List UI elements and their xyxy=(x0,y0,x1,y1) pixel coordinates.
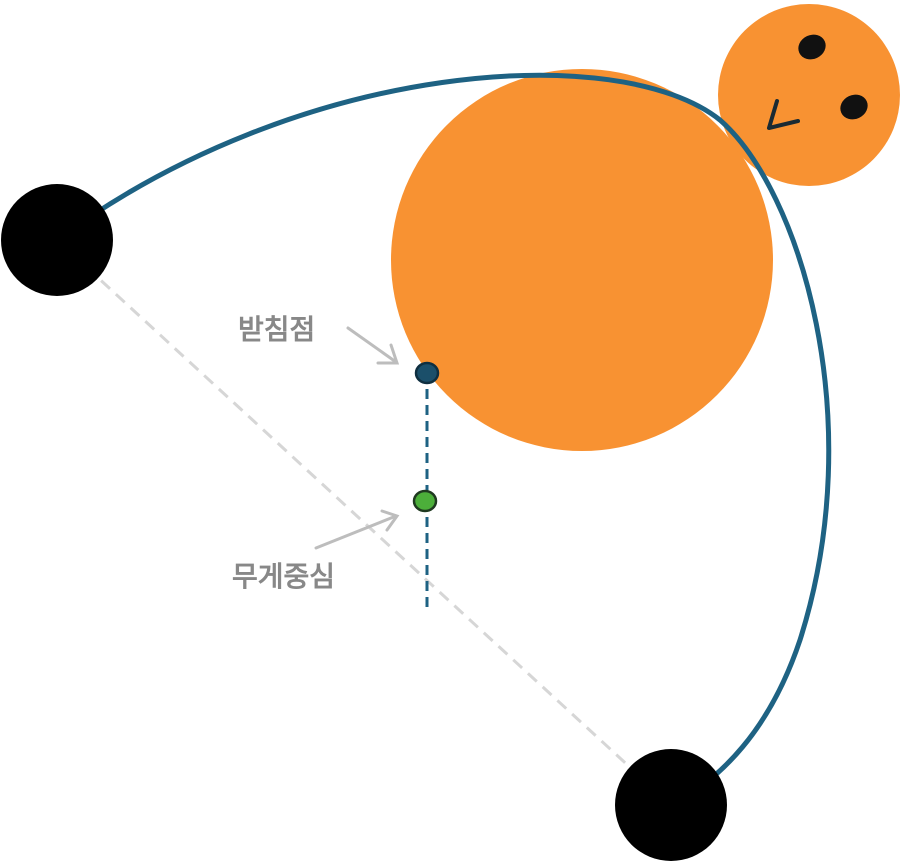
center-of-mass-arrow-icon xyxy=(314,509,400,550)
balance-arm-curve xyxy=(54,72,832,808)
left-weight xyxy=(1,184,113,296)
right-eye-icon xyxy=(840,94,868,120)
fulcrum-label: 받침점 xyxy=(238,313,315,346)
fulcrum-point xyxy=(414,361,440,385)
left-eye-icon xyxy=(798,34,826,60)
fulcrum-arrow-icon xyxy=(346,326,400,365)
bottom-weight xyxy=(615,749,727,861)
body-circle xyxy=(391,69,773,451)
head-circle xyxy=(718,4,900,186)
center-of-mass-label: 무게중심 xyxy=(232,560,335,593)
mouth-icon xyxy=(767,99,800,130)
center-of-mass-point xyxy=(412,489,438,513)
